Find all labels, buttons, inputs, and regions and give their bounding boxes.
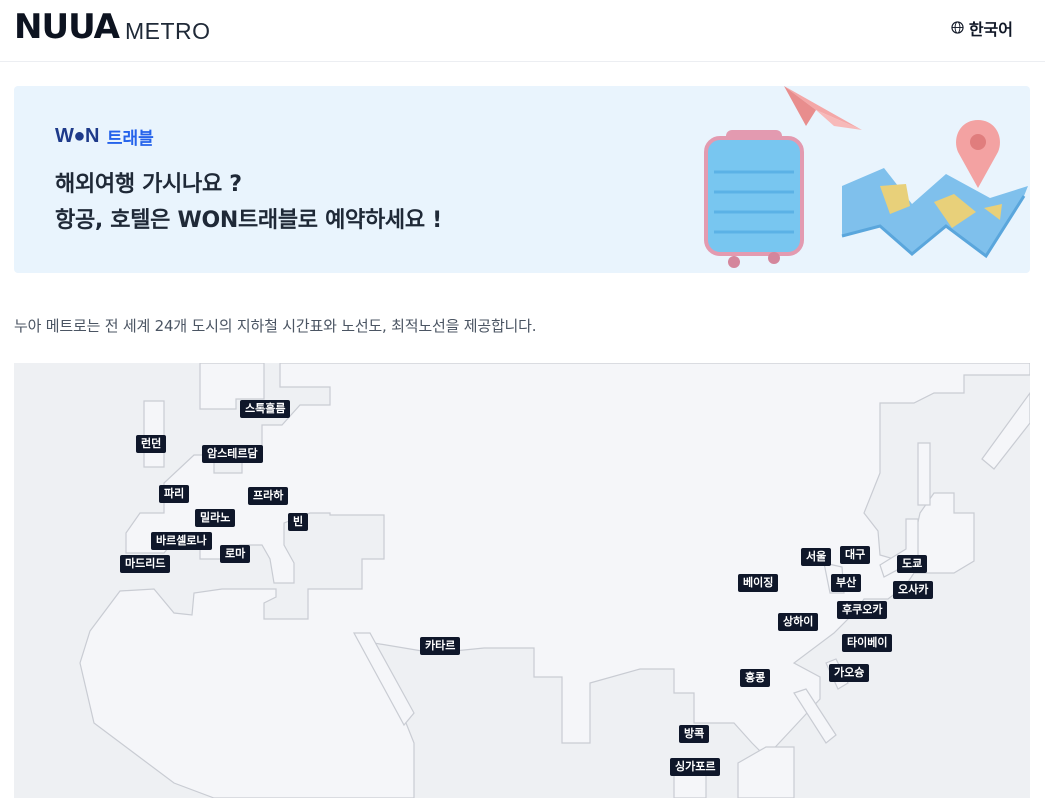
language-label: 한국어 [968, 20, 1013, 39]
logo-mark: NUUA [14, 7, 120, 47]
city-marker-amsterdam[interactable]: 암스테르담 [202, 445, 263, 463]
city-marker-stockholm[interactable]: 스톡홀름 [240, 400, 291, 418]
city-marker-doha[interactable]: 카타르 [420, 637, 461, 655]
banner-subheadline: 항공, 호텔은 WON트래블로 예약하세요 ! [55, 208, 442, 233]
city-marker-prague[interactable]: 프라하 [248, 487, 289, 505]
city-marker-vienna[interactable]: 빈 [288, 513, 309, 531]
city-marker-seoul[interactable]: 서울 [801, 548, 832, 566]
city-marker-paris[interactable]: 파리 [159, 485, 190, 503]
city-marker-bangkok[interactable]: 방콕 [679, 725, 710, 743]
city-marker-busan[interactable]: 부산 [831, 574, 862, 592]
city-marker-osaka[interactable]: 오사카 [893, 581, 934, 599]
map-pin-icon [956, 120, 1000, 188]
city-marker-shanghai[interactable]: 상하이 [778, 613, 819, 631]
city-marker-madrid[interactable]: 마드리드 [120, 555, 171, 573]
city-marker-london[interactable]: 런던 [136, 435, 167, 453]
city-marker-kaohsiung[interactable]: 가오슝 [829, 664, 870, 682]
service-description: 누아 메트로는 전 세계 24개 도시의 지하철 시간표와 노선도, 최적노선을… [14, 317, 537, 335]
globe-icon [951, 19, 969, 38]
header: NUUA METRO 한국어 [0, 0, 1045, 62]
won-travel-logo: W●N 트래블 [55, 124, 154, 149]
folded-map-icon [841, 168, 1028, 259]
city-marker-daegu[interactable]: 대구 [840, 546, 871, 564]
language-selector[interactable]: 한국어 [951, 16, 1013, 40]
city-marker-fukuoka[interactable]: 후쿠오카 [837, 601, 888, 619]
travel-illustration [704, 86, 1028, 268]
city-marker-rome[interactable]: 로마 [220, 545, 251, 563]
city-marker-milan[interactable]: 밀라노 [195, 509, 236, 527]
map-landmass [79, 363, 1030, 798]
paper-plane-icon [784, 86, 862, 130]
city-marker-beijing[interactable]: 베이징 [738, 574, 779, 592]
logo-text: METRO [124, 18, 211, 44]
city-marker-hongkong[interactable]: 홍콩 [740, 669, 771, 687]
banner-headline: 해외여행 가시나요 ? [55, 172, 242, 197]
city-marker-barcelona[interactable]: 바르셀로나 [151, 532, 212, 550]
city-marker-taipei[interactable]: 타이베이 [842, 634, 893, 652]
won-brand-sub: 트래블 [106, 129, 154, 149]
city-marker-tokyo[interactable]: 도쿄 [897, 555, 928, 573]
won-travel-banner[interactable]: W●N 트래블 해외여행 가시나요 ? 항공, 호텔은 WON트래블로 예약하세… [14, 86, 1030, 273]
suitcase-icon [704, 130, 804, 268]
nuua-metro-logo[interactable]: NUUA METRO [14, 10, 211, 44]
won-brand: W●N [55, 125, 99, 147]
city-marker-singapore[interactable]: 싱가포르 [670, 758, 721, 776]
